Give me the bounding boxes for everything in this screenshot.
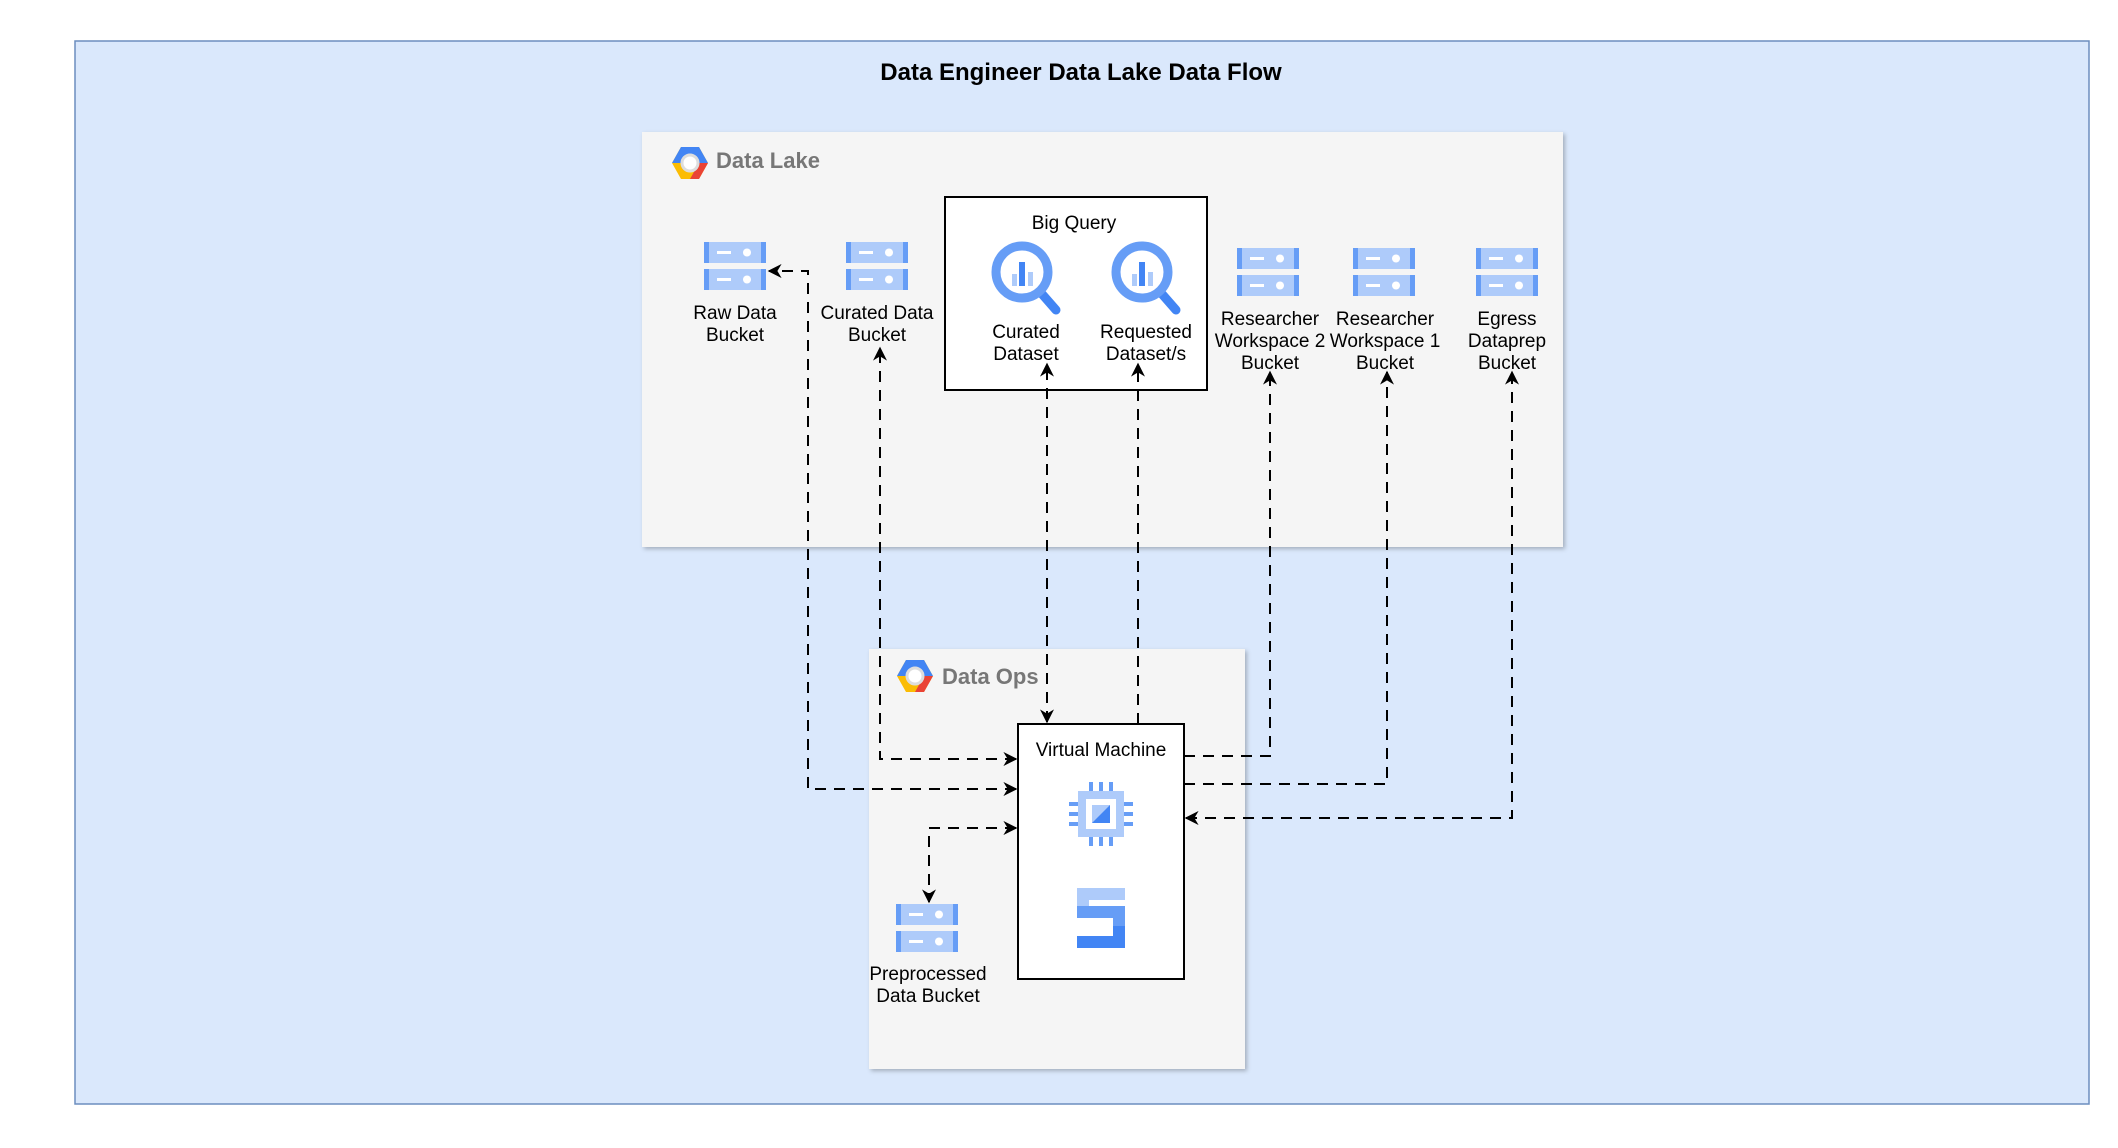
label-line: Curated <box>992 322 1060 343</box>
big-query-label: Big Query <box>1032 213 1117 234</box>
label-line: Bucket <box>1478 353 1537 374</box>
data-lake-label: Data Lake <box>716 148 820 173</box>
label-line: Dataset <box>993 344 1059 365</box>
label-line: Bucket <box>848 325 907 346</box>
diagram-title: Data Engineer Data Lake Data Flow <box>880 59 1282 86</box>
edge-vm-curated-bucket <box>873 346 1018 766</box>
label-line: Dataset/s <box>1106 344 1186 365</box>
virtual-machine-label: Virtual Machine <box>1036 740 1167 761</box>
label-line: Researcher <box>1336 309 1435 330</box>
edge-vm-raw-bucket <box>767 264 1018 796</box>
label-line: Workspace 2 <box>1215 331 1326 352</box>
label-line: Requested <box>1100 322 1192 343</box>
label-line: Workspace 1 <box>1330 331 1441 352</box>
dataprep-icon <box>1077 888 1125 948</box>
compute-engine-chip-icon <box>1069 782 1133 846</box>
label-line: Egress <box>1477 309 1536 330</box>
label-line: Preprocessed <box>869 964 986 985</box>
label-line: Dataprep <box>1468 331 1546 352</box>
label-line: Bucket <box>1241 353 1300 374</box>
label-line: Curated Data <box>820 303 933 324</box>
label-line: Researcher <box>1221 309 1320 330</box>
virtual-machine[interactable]: Virtual Machine <box>1017 723 1185 980</box>
label-line: Raw Data <box>693 303 777 324</box>
label-line: Data Bucket <box>876 986 980 1007</box>
edge-vm-preprocessed-bucket <box>922 821 1018 904</box>
data-ops-label: Data Ops <box>942 664 1039 689</box>
edge-vm-egress-bucket <box>1184 370 1519 825</box>
label-line: Bucket <box>1356 353 1415 374</box>
label-line: Bucket <box>706 325 765 346</box>
